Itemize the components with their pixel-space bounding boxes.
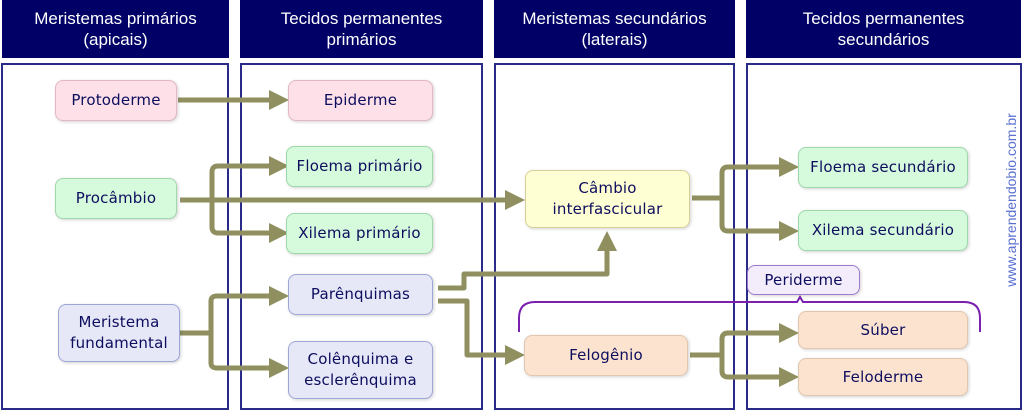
node-xilema-primario: Xilema primário	[286, 213, 433, 254]
node-procambio: Procâmbio	[55, 178, 177, 219]
header-secondary-permanent-tissues: Tecidos permanentes secundários	[746, 0, 1021, 58]
node-feloderme: Feloderme	[798, 358, 968, 396]
header-primary-meristems: Meristemas primários (apicais)	[2, 0, 229, 58]
watermark: www.aprendendobio.com.br	[1003, 113, 1019, 287]
header-primary-permanent-tissues: Tecidos permanentes primários	[240, 0, 483, 58]
node-xilema-secundario: Xilema secundário	[798, 210, 968, 251]
periderme-label: Periderme	[747, 265, 860, 295]
node-felogenio: Felogênio	[524, 335, 688, 376]
node-epiderme: Epiderme	[288, 80, 433, 121]
header-secondary-meristems: Meristemas secundários (laterais)	[494, 0, 735, 58]
node-floema-primario: Floema primário	[286, 146, 433, 187]
node-colenquima-esclerenquima: Colênquima e esclerênquima	[288, 341, 433, 399]
node-meristema-fundamental: Meristema fundamental	[58, 304, 180, 362]
node-cambio-interfascicular: Câmbio interfascicular	[525, 170, 690, 228]
node-protoderme: Protoderme	[55, 80, 177, 121]
node-floema-secundario: Floema secundário	[798, 147, 968, 188]
node-parenquimas: Parênquimas	[288, 274, 433, 315]
node-suber: Súber	[798, 311, 968, 349]
